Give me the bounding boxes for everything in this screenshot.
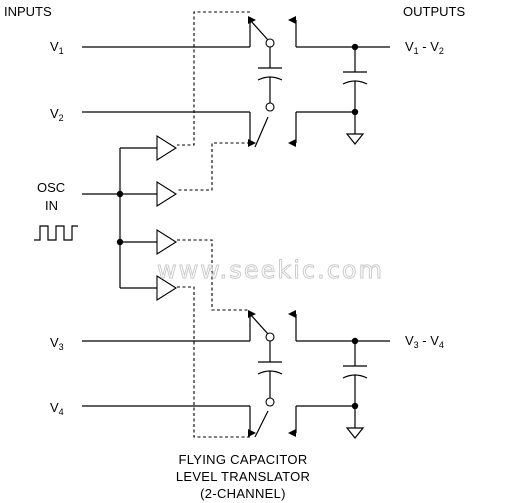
switch-pivot [265,397,275,407]
buffer-2 [156,181,178,207]
inputs-label: INPUTS [4,4,52,19]
junction-dot [351,108,359,116]
title-line-1: FLYING CAPACITOR [178,452,307,467]
switch-arrow [288,429,296,437]
output-v1-v2-label: V1 - V2 [405,39,444,56]
switch-arrow [288,310,296,318]
buffer-1 [156,135,178,161]
oscillator-buffers [82,135,178,301]
junction-dot [351,402,359,410]
switch-pivot [265,102,275,112]
v1-label: V1 [50,39,64,56]
buffer-4 [156,275,178,301]
control-line [177,239,250,311]
v3-label: V3 [50,335,64,352]
switch-blade-s4 [254,410,269,438]
switch-arrow [288,139,296,147]
control-line [177,142,250,191]
title-line-2: LEVEL TRANSLATOR [176,469,310,484]
outputs-label: OUTPUTS [403,4,465,19]
ground-icon [345,427,365,439]
buffer-3 [156,229,178,255]
switch-arrow [248,310,256,318]
switch-blade-s3 [249,313,269,335]
switch-arrow [248,139,256,147]
v2-label: V2 [50,106,64,123]
square-wave-icon [34,225,78,241]
channel-top [82,11,390,191]
switch-blade-s1 [249,19,269,41]
watermark: www.seekic.com [157,256,384,284]
switch-arrow [248,16,256,24]
osc-label: OSC [37,180,65,195]
switch-pivot [265,38,275,48]
title-line-3: (2-CHANNEL) [200,486,286,501]
ground-icon [345,133,365,145]
switch-pivot [265,332,275,342]
control-line [177,286,250,438]
switch-arrow [248,429,256,437]
switch-arrow [288,16,296,24]
in-label: IN [45,198,58,213]
control-line [177,11,250,146]
channel-bottom [82,239,390,439]
output-v3-v4-label: V3 - V4 [405,333,444,350]
switch-blade-s2 [254,116,269,148]
v4-label: V4 [50,400,64,417]
